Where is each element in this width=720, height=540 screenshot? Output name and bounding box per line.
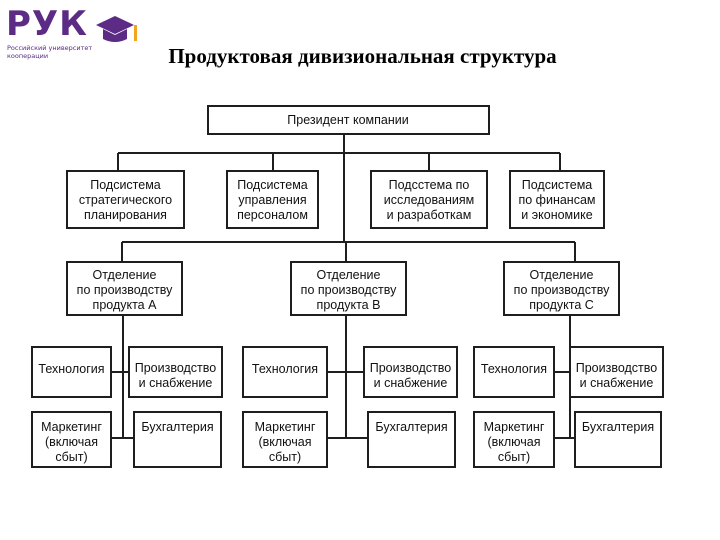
dept-b-mkt-line-1: Маркетинг [255, 420, 316, 434]
subsystem-1-line-3: планирования [84, 208, 167, 222]
logo-subtitle: Российский университет кооперации [7, 44, 93, 60]
dept-node-c-technology: Технология [473, 346, 555, 398]
subsystem-2-line-1: Подсистема [237, 178, 308, 192]
dept-b-mkt-line-3: сбыт) [269, 450, 301, 464]
connectors [111, 134, 576, 439]
dept-c-mkt-line-1: Маркетинг [484, 420, 545, 434]
dept-a-prod-line-1: Производство [135, 361, 217, 375]
subsystem-node-personnel: Подсистема управления персоналом [226, 170, 319, 229]
dept-node-a-production: Производство и снабжение [128, 346, 223, 398]
dept-a-acc-line-1: Бухгалтерия [141, 420, 213, 434]
dept-node-c-marketing: Маркетинг (включая сбыт) [473, 411, 555, 468]
division-node-product-c: Отделение по производству продукта С [503, 261, 620, 316]
subsystem-1-line-2: стратегического [79, 193, 172, 207]
university-logo: РУК Российский университет кооперации [6, 4, 137, 64]
dept-c-mkt-line-3: сбыт) [498, 450, 530, 464]
division-b-line-2: по производству [301, 283, 397, 297]
dept-c-prod-line-2: и снабжение [580, 376, 654, 390]
subsystem-4-line-3: и экономике [521, 208, 592, 222]
division-a-line-2: по производству [77, 283, 173, 297]
dept-node-a-accounting: Бухгалтерия [133, 411, 222, 468]
dept-b-acc-line-1: Бухгалтерия [375, 420, 447, 434]
subsystem-node-research: Подсстема по исследованиям и разработкам [370, 170, 488, 229]
dept-node-c-production: Производство и снабжение [569, 346, 664, 398]
dept-c-mkt-line-2: (включая [487, 435, 540, 449]
dept-a-prod-line-2: и снабжение [139, 376, 213, 390]
division-c-line-2: по производству [514, 283, 610, 297]
dept-node-b-marketing: Маркетинг (включая сбыт) [242, 411, 328, 468]
dept-node-b-accounting: Бухгалтерия [367, 411, 456, 468]
dept-node-a-marketing: Маркетинг (включая сбыт) [31, 411, 112, 468]
subsystem-3-line-2: исследованиям [384, 193, 474, 207]
dept-a-mkt-line-1: Маркетинг [41, 420, 102, 434]
dept-node-a-technology: Технология [31, 346, 112, 398]
subsystem-2-line-3: персоналом [237, 208, 308, 222]
subsystem-1-line-1: Подсистема [90, 178, 161, 192]
subsystem-4-line-2: по финансам [518, 193, 595, 207]
dept-b-prod-line-2: и снабжение [374, 376, 448, 390]
division-c-line-3: продукта С [529, 298, 594, 312]
subsystem-2-line-2: управления [238, 193, 306, 207]
graduation-cap-icon [96, 16, 137, 42]
dept-c-tech-line-1: Технология [481, 362, 547, 376]
president-node: Президент компании [207, 105, 490, 135]
president-label: Президент компании [287, 113, 408, 127]
dept-b-tech-line-1: Технология [252, 362, 318, 376]
logo-wordmark: РУК [6, 4, 88, 44]
dept-node-b-production: Производство и снабжение [363, 346, 458, 398]
slide-title: Продуктовая дивизиональная структура [168, 44, 557, 68]
dept-node-c-accounting: Бухгалтерия [574, 411, 662, 468]
division-b-line-1: Отделение [317, 268, 381, 282]
subsystem-4-line-1: Подсистема [522, 178, 593, 192]
division-node-product-a: Отделение по производству продукта А [66, 261, 183, 316]
subsystem-node-strategic-planning: Подсистема стратегического планирования [66, 170, 185, 229]
dept-b-prod-line-1: Производство [370, 361, 452, 375]
dept-c-prod-line-1: Производство [576, 361, 658, 375]
subsystem-3-line-1: Подсстема по [389, 178, 470, 192]
division-c-line-1: Отделение [530, 268, 594, 282]
subsystem-3-line-3: и разработкам [387, 208, 472, 222]
division-node-product-b: Отделение по производству продукта В [290, 261, 407, 316]
dept-a-mkt-line-3: сбыт) [55, 450, 87, 464]
dept-c-acc-line-1: Бухгалтерия [582, 420, 654, 434]
dept-a-mkt-line-2: (включая [45, 435, 98, 449]
division-a-line-1: Отделение [93, 268, 157, 282]
division-a-line-3: продукта А [93, 298, 158, 312]
dept-b-mkt-line-2: (включая [258, 435, 311, 449]
division-b-line-3: продукта В [317, 298, 381, 312]
subsystem-node-finance: Подсистема по финансам и экономике [509, 170, 605, 229]
dept-a-tech-line-1: Технология [38, 362, 104, 376]
dept-node-b-technology: Технология [242, 346, 328, 398]
